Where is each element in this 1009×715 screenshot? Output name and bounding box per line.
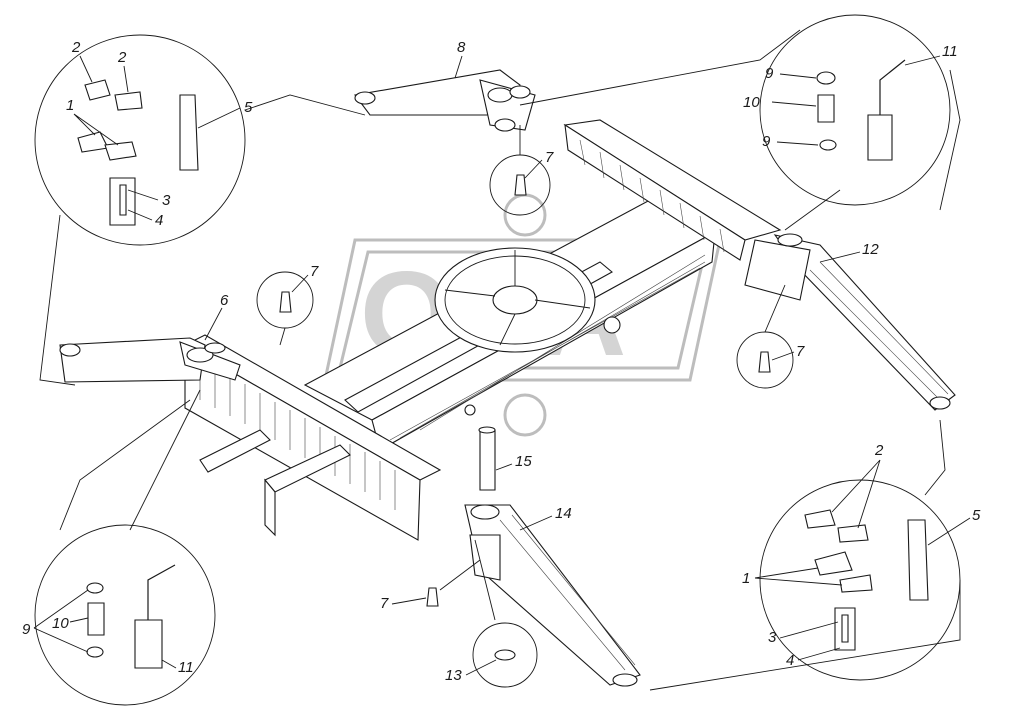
washer-13: [472, 622, 538, 688]
callout-4-bottom: 4: [786, 652, 794, 669]
callout-7-top: 7: [545, 149, 554, 166]
callout-10-bottom: 10: [52, 615, 69, 632]
callout-2b: 2: [117, 49, 127, 66]
callout-9-bottom: 9: [22, 621, 31, 638]
callout-4-top: 4: [155, 212, 163, 229]
detail-circle-bottom-right: [759, 479, 961, 681]
grease-fitting-7-top: [489, 154, 551, 216]
arm-8: [354, 69, 536, 132]
arm-14: [464, 504, 641, 687]
main-frame: [183, 119, 782, 541]
callout-1: 1: [66, 97, 74, 114]
arm-6: [59, 337, 241, 383]
pin-15: [478, 426, 496, 491]
detail-circle-bottom-left: [34, 524, 216, 706]
callout-15: 15: [515, 453, 532, 470]
callout-8: 8: [457, 39, 466, 56]
callout-2a: 2: [71, 39, 81, 56]
callout-13: 13: [445, 667, 462, 684]
grease-fitting-7-left: [256, 271, 314, 329]
callout-1-bottom: 1: [742, 570, 750, 587]
callout-2-bottom: 2: [874, 442, 884, 459]
callout-12: 12: [862, 241, 879, 258]
arm-12: [744, 233, 956, 411]
grease-fitting-7-bottom: [426, 587, 439, 607]
callout-7-bottom: 7: [380, 595, 389, 612]
detail-circle-top-right: [759, 14, 951, 206]
callout-7-left: 7: [310, 263, 319, 280]
callout-9-top-b: 9: [762, 133, 771, 150]
detail-circle-top-left: [34, 34, 246, 246]
callout-14: 14: [555, 505, 572, 522]
callout-6: 6: [220, 292, 229, 309]
callout-10-top: 10: [743, 94, 760, 111]
callout-9-top: 9: [765, 65, 774, 82]
leader-lines: [39, 29, 961, 691]
callout-labels: 2 2 1 5 3 4 8 7 9 10 9 11 12 7 7 6 15 14: [22, 39, 981, 684]
callout-7-right: 7: [796, 343, 805, 360]
callout-5-top: 5: [244, 99, 253, 116]
callout-5-bottom: 5: [972, 507, 981, 524]
callout-3-top: 3: [162, 192, 171, 209]
callout-3-bottom: 3: [768, 629, 777, 646]
callout-11-bottom: 11: [178, 659, 194, 676]
callout-11-top: 11: [942, 43, 958, 60]
grease-fitting-7-right: [736, 331, 794, 389]
